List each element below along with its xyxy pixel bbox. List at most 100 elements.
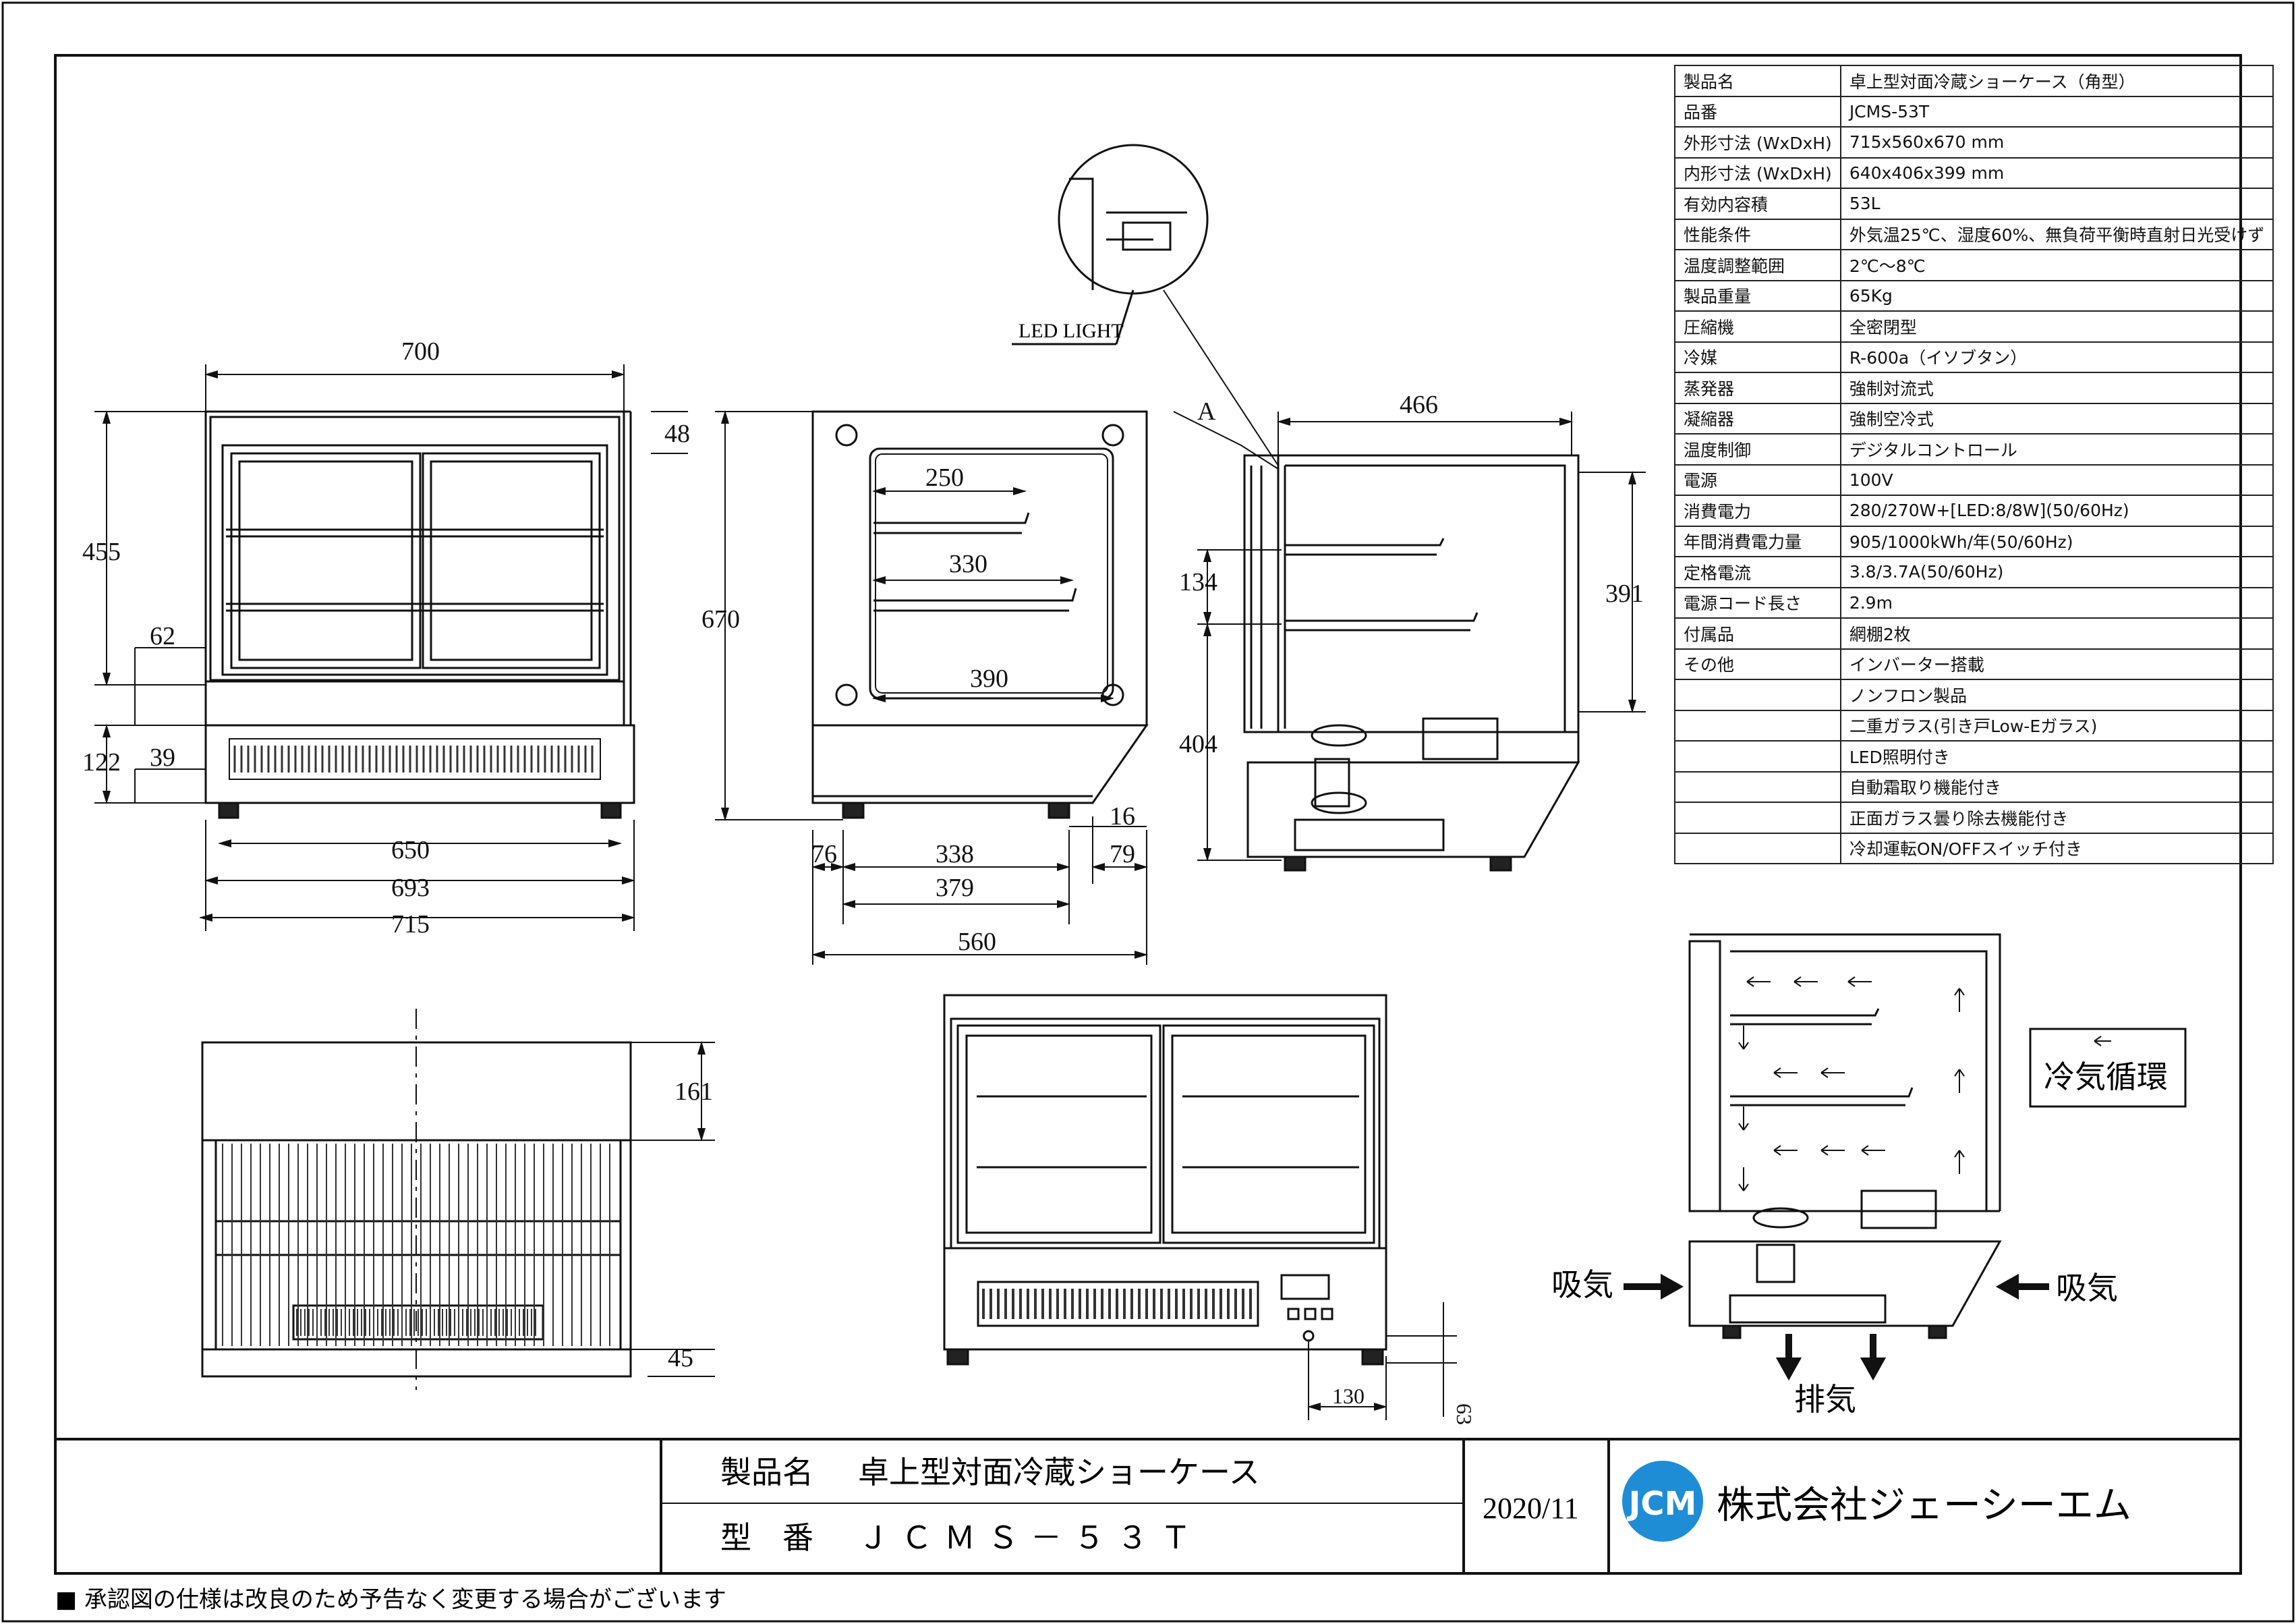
side-section-dims <box>715 410 1148 965</box>
spec-value: デジタルコントロール <box>1839 433 2274 466</box>
dim-134: 134 <box>1179 568 1217 596</box>
spec-row: ノンフロン製品 <box>1674 679 2274 711</box>
spec-value: 網棚2枚 <box>1839 617 2274 650</box>
spec-row: 性能条件外気温25℃、湿度60%、無負荷平衡時直射日光受けず <box>1674 218 2274 250</box>
spec-row: 温度制御デジタルコントロール <box>1674 433 2274 466</box>
spec-label: 冷媒 <box>1674 341 1841 373</box>
front-photo-dims <box>1307 1302 1457 1420</box>
spec-label: 定格電流 <box>1674 556 1841 588</box>
spec-label: 凝縮器 <box>1674 402 1841 435</box>
hatch-line <box>1954 1069 1960 1077</box>
spec-value: 640x406x399 mm <box>1839 157 2274 189</box>
spec-label <box>1674 802 1841 834</box>
spec-value: 正面ガラス曇り除去機能付き <box>1839 802 2274 834</box>
spec-value: 53L <box>1839 188 2274 220</box>
spec-value: 外気温25℃、湿度60%、無負荷平衡時直射日光受けず <box>1839 218 2274 250</box>
spec-value: JCMS-53T <box>1839 95 2274 128</box>
dim-161: 161 <box>675 1077 713 1106</box>
dim-250: 250 <box>925 464 964 492</box>
spec-value: 強制空冷式 <box>1839 402 2274 435</box>
spec-value: 冷却運転ON/OFFスイッチ付き <box>1839 832 2274 864</box>
spec-value: 強制対流式 <box>1839 372 2274 404</box>
front-vent-slots <box>233 746 594 773</box>
hatch-line <box>1793 976 1802 982</box>
hatch-line <box>1954 1150 1960 1158</box>
spec-value: 全密閉型 <box>1839 310 2274 343</box>
spec-label: 圧縮機 <box>1674 310 1841 343</box>
spec-label: その他 <box>1674 648 1841 680</box>
hatch-line <box>1773 1145 1781 1151</box>
hatch-line <box>1746 981 1754 987</box>
drawing-date: 2020/11 <box>1483 1492 1579 1525</box>
dim-379: 379 <box>936 874 974 902</box>
product-name: 卓上型対面冷蔵ショーケース <box>858 1454 1260 1490</box>
spec-label: 付属品 <box>1674 617 1841 650</box>
spec-value: 3.8/3.7A(50/60Hz) <box>1839 556 2274 588</box>
dim-390: 390 <box>970 665 1008 693</box>
hatch-line <box>1954 988 1960 996</box>
airflow-io-arrows <box>1624 1273 2049 1381</box>
spec-row: 蒸発器強制対流式 <box>1674 372 2274 404</box>
side-section-view <box>811 410 1149 819</box>
spec-label: 蒸発器 <box>1674 372 1841 404</box>
dim-79: 79 <box>1110 840 1135 868</box>
spec-label: 有効内容積 <box>1674 188 1841 220</box>
company-logo-text: JCM <box>1627 1485 1697 1523</box>
label-a: A <box>1197 397 1216 426</box>
front-photo-vents <box>982 1289 1252 1319</box>
spec-row: 内形寸法 (WxDxH)640x406x399 mm <box>1674 157 2274 189</box>
spec-value: 100V <box>1839 464 2274 496</box>
hatch-line <box>1743 1042 1749 1050</box>
back-view <box>201 1009 632 1390</box>
hatch-line <box>1773 1072 1781 1078</box>
hatch-line <box>1773 1150 1781 1156</box>
dim-715: 715 <box>391 910 430 939</box>
spec-label: 製品重量 <box>1674 279 1841 312</box>
hatch-line <box>1820 1145 1829 1151</box>
dim-130: 130 <box>1332 1384 1365 1408</box>
dim-330: 330 <box>949 550 987 578</box>
detail-section-view <box>1243 454 1580 872</box>
company-name: 株式会社ジェーシーエム <box>1717 1484 2131 1528</box>
spec-row: 圧縮機全密閉型 <box>1674 310 2274 343</box>
dim-63: 63 <box>1452 1403 1476 1425</box>
spec-row: 正面ガラス曇り除去機能付き <box>1674 802 2274 834</box>
airflow-arrows <box>1738 976 1965 1192</box>
spec-label: 温度制御 <box>1674 433 1841 466</box>
airflow-legend-box <box>2029 1028 2187 1108</box>
spec-value: インバーター搭載 <box>1839 648 2274 680</box>
dim-16: 16 <box>1110 802 1135 831</box>
spec-label <box>1674 771 1841 803</box>
spec-value: ノンフロン製品 <box>1839 679 2274 711</box>
spec-value: 280/270W+[LED:8/8W](50/60Hz) <box>1839 495 2274 527</box>
spec-row: 二重ガラス(引き戸Low-Eガラス) <box>1674 709 2274 741</box>
back-grille <box>222 1144 610 1346</box>
legend-arrow-icon <box>2094 1036 2111 1046</box>
dim-45: 45 <box>668 1344 693 1372</box>
spec-label: 品番 <box>1674 95 1841 128</box>
spec-row: その他インバーター搭載 <box>1674 648 2274 680</box>
spec-value: 905/1000kWh/年(50/60Hz) <box>1839 525 2274 557</box>
spec-label <box>1674 740 1841 773</box>
spec-row: 自動霜取り機能付き <box>1674 771 2274 803</box>
product-name-label: 製品名 <box>720 1454 813 1490</box>
spec-value: 65Kg <box>1839 279 2274 312</box>
spec-row: 外形寸法 (WxDxH)715x560x670 mm <box>1674 126 2274 159</box>
led-detail-callout <box>1012 144 1279 466</box>
dim-466: 466 <box>1400 391 1438 419</box>
dim-39: 39 <box>150 744 175 772</box>
front-view-dims <box>94 364 688 931</box>
hatch-line <box>1738 1123 1744 1131</box>
spec-label: 電源 <box>1674 464 1841 496</box>
hatch-line <box>1861 1150 1869 1156</box>
spec-label: 温度調整範囲 <box>1674 249 1841 281</box>
spec-row: 製品名卓上型対面冷蔵ショーケース（角型） <box>1674 65 2274 97</box>
spec-row: 冷却運転ON/OFFスイッチ付き <box>1674 832 2274 864</box>
spec-value: R-600a（イソブタン） <box>1839 341 2274 373</box>
